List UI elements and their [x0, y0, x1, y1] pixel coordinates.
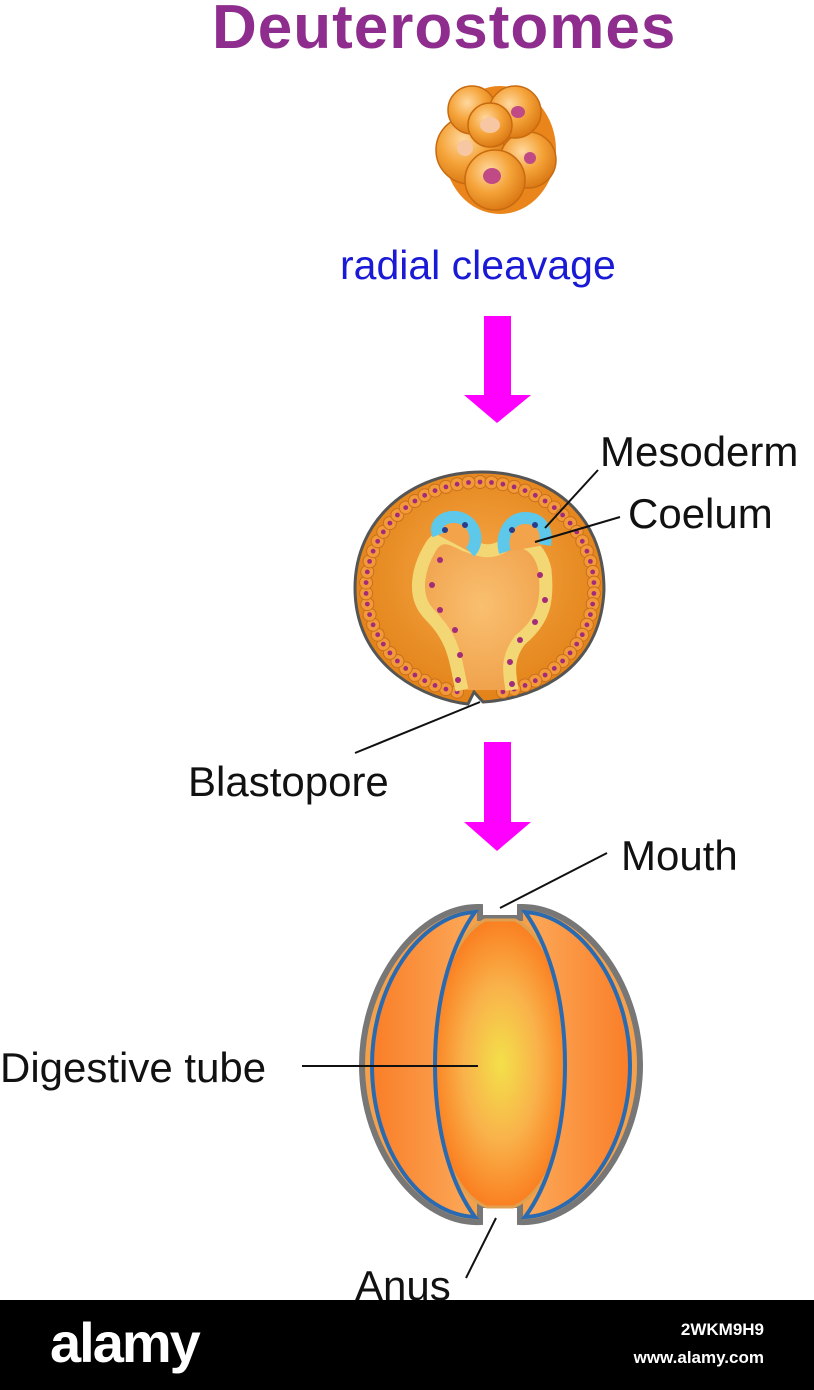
ectoderm-cell-nucleus	[422, 678, 428, 684]
ectoderm-cell-nucleus	[584, 622, 590, 628]
cleavage-caption: radial cleavage	[340, 242, 616, 288]
ectoderm-cell-nucleus	[387, 520, 393, 526]
ectoderm-cell-nucleus	[584, 548, 590, 554]
ectoderm-cell-nucleus	[574, 641, 580, 647]
ectoderm-cell-nucleus	[542, 672, 548, 678]
ectoderm-cell-nucleus	[443, 686, 449, 692]
ectoderm-cell-nucleus	[551, 505, 557, 510]
ectoderm-cell-nucleus	[395, 512, 400, 518]
ectoderm-cell-nucleus	[370, 548, 376, 554]
ectoderm-cell-nucleus	[367, 559, 372, 564]
archenteron-cell-nucleus	[442, 527, 448, 533]
ectoderm-cell-nucleus	[364, 601, 370, 607]
cleavage-embryo	[435, 85, 557, 214]
ectoderm-cell-nucleus	[511, 484, 517, 490]
ectoderm-cell-nucleus	[588, 612, 593, 617]
arrow-down-icon	[464, 316, 531, 423]
archenteron-cell-nucleus	[437, 607, 443, 613]
ectoderm-cell-nucleus	[532, 492, 538, 498]
ectoderm-cell-nucleus	[363, 591, 369, 596]
watermark-logo: alamy	[50, 1311, 201, 1374]
ectoderm-cell-nucleus	[403, 666, 409, 671]
archenteron-cell-nucleus	[537, 572, 543, 578]
archenteron-cell-nucleus	[437, 557, 443, 563]
archenteron-cell-nucleus	[542, 597, 548, 603]
ectoderm-cell-nucleus	[454, 481, 460, 487]
ectoderm-cell-nucleus	[432, 683, 438, 688]
arrow-down-icon	[464, 742, 531, 851]
archenteron-cell-nucleus	[517, 637, 523, 643]
ectoderm-cell-nucleus	[551, 666, 557, 671]
ectoderm-cell-nucleus	[380, 641, 386, 647]
ectoderm-cell-nucleus	[560, 658, 565, 664]
ectoderm-cell-nucleus	[522, 683, 528, 688]
blastopore-label: Blastopore	[188, 758, 389, 805]
larva	[358, 903, 644, 1226]
anus-leader-line	[465, 1217, 497, 1279]
watermark-url: www.alamy.com	[633, 1348, 764, 1367]
digestive-tube-label: Digestive tube	[0, 1044, 267, 1091]
ectoderm-cell-nucleus	[532, 678, 538, 684]
ectoderm-cell-nucleus	[579, 538, 585, 544]
archenteron-cell-nucleus	[532, 522, 538, 528]
archenteron-cell-nucleus	[429, 582, 435, 588]
ectoderm-cell-nucleus	[567, 520, 573, 526]
ectoderm-cell-nucleus	[500, 481, 506, 487]
ectoderm-cell-nucleus	[477, 479, 483, 485]
ectoderm-cell-nucleus	[560, 512, 565, 518]
ectoderm-cell-nucleus	[380, 529, 386, 535]
ectoderm-cell-nucleus	[364, 569, 370, 575]
archenteron-cell-nucleus	[452, 627, 458, 633]
ectoderm-cell-nucleus	[370, 622, 376, 628]
archenteron-cell-nucleus	[462, 522, 468, 528]
archenteron-cell-nucleus	[532, 619, 538, 625]
ectoderm-cell-nucleus	[522, 488, 528, 493]
archenteron-cell-nucleus	[457, 652, 463, 658]
ectoderm-cell-nucleus	[375, 632, 381, 638]
mouth-label: Mouth	[621, 832, 738, 879]
ectoderm-cell-nucleus	[500, 689, 506, 695]
ectoderm-cell-nucleus	[591, 580, 597, 585]
ectoderm-cell-nucleus	[466, 480, 471, 485]
ectoderm-cell-nucleus	[367, 612, 372, 617]
ectoderm-cell-nucleus	[403, 505, 409, 510]
blastopore-leader-line	[354, 701, 481, 754]
ectoderm-cell-nucleus	[591, 591, 597, 596]
archenteron-cell-nucleus	[509, 527, 515, 533]
ectoderm-cell-nucleus	[432, 488, 438, 493]
archenteron-cell-nucleus	[455, 677, 461, 683]
watermark-footer: alamy 2WKM9H9 www.alamy.com	[0, 1300, 814, 1390]
diagram-canvas	[302, 85, 644, 1279]
ectoderm-cell-nucleus	[542, 498, 548, 504]
archenteron-cell-nucleus	[509, 681, 515, 687]
ectoderm-cell-nucleus	[412, 672, 418, 678]
ectoderm-cell-nucleus	[363, 580, 369, 585]
ectoderm-cell-nucleus	[567, 650, 573, 656]
ectoderm-cell-nucleus	[375, 538, 381, 544]
image-id-text: 2WKM9H9	[680, 1320, 764, 1339]
archenteron-cell-nucleus	[507, 659, 513, 665]
ectoderm-cell-nucleus	[422, 492, 428, 498]
ectoderm-cell-nucleus	[395, 658, 400, 664]
ectoderm-cell-nucleus	[412, 498, 418, 504]
ectoderm-cell-nucleus	[590, 569, 596, 575]
gastrula	[353, 470, 606, 706]
mouth-leader-line	[499, 852, 608, 909]
ectoderm-cell-nucleus	[588, 559, 593, 564]
ectoderm-cell-nucleus	[579, 632, 585, 638]
mesoderm-label: Mesoderm	[600, 428, 799, 475]
ectoderm-cell-nucleus	[443, 484, 449, 490]
ectoderm-cell-nucleus	[387, 650, 393, 656]
coelum-label: Coelum	[628, 490, 773, 537]
page-title: Deuterostomes	[212, 0, 677, 62]
mesoderm-leader-line	[544, 469, 599, 529]
ectoderm-cell-nucleus	[489, 480, 494, 485]
ectoderm-cell-nucleus	[590, 601, 596, 607]
coelum-leader-line	[534, 516, 621, 543]
